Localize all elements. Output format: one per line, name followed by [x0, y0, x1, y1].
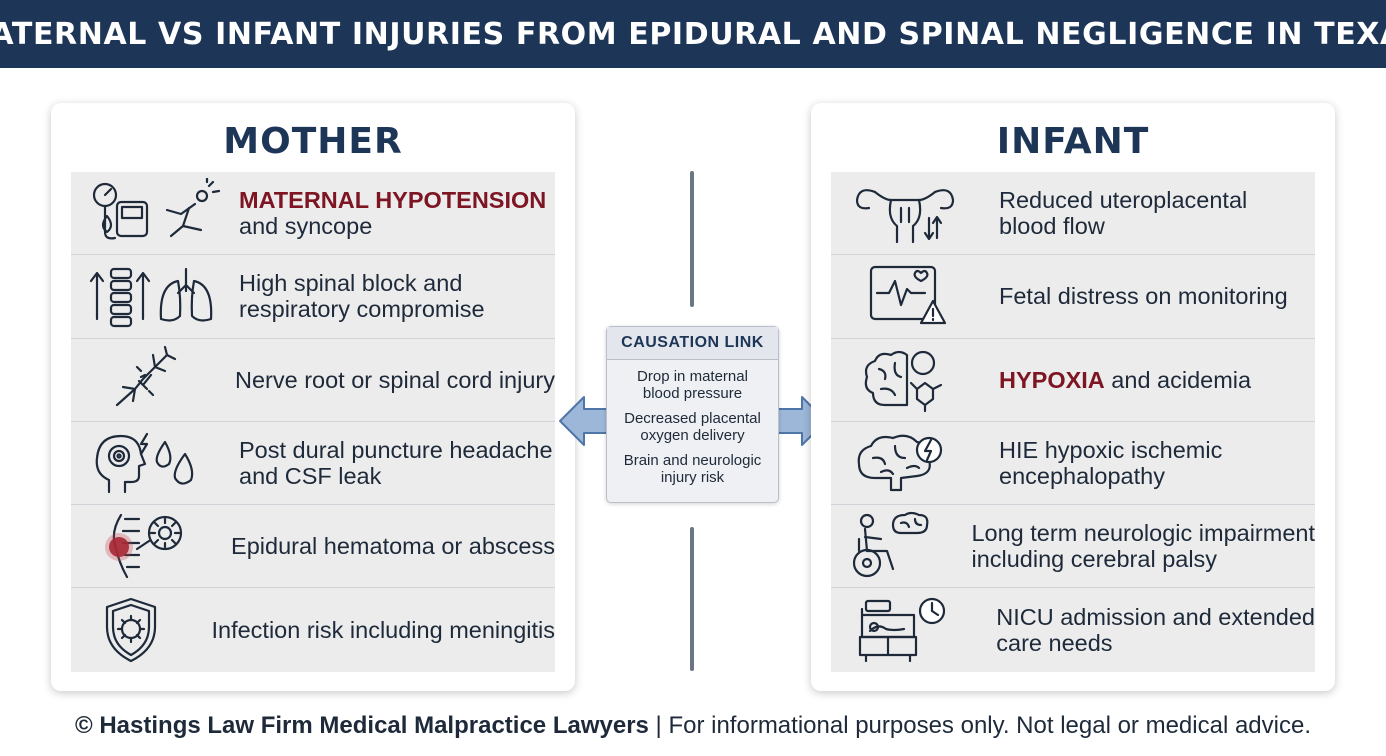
mother-row-text: Epidural hematoma or abscess — [231, 533, 555, 559]
mother-row-spinal-block: High spinal block and respiratory compro… — [71, 255, 555, 339]
infant-row-hie: HIE hypoxic ischemic encephalopathy — [831, 421, 1315, 506]
row-line1: Epidural hematoma or abscess — [231, 533, 555, 560]
row-line1: High spinal block and — [239, 270, 463, 297]
row-line1: Post dural puncture headache — [239, 437, 553, 464]
row-line2: encephalopathy — [999, 463, 1165, 490]
row-line2: and CSF leak — [239, 463, 382, 490]
row-line1: Reduced uteroplacental — [999, 187, 1248, 214]
row-line2: respiratory compromise — [239, 296, 485, 323]
causation-link-box: CAUSATION LINK Drop in maternal blood pr… — [606, 326, 779, 503]
mother-panel: MOTHER MATERNAL HYPOTENSION and syncope — [51, 103, 575, 691]
infant-row-text: NICU admission and extended care needs — [996, 604, 1315, 656]
uterus-flow-icon — [831, 172, 999, 254]
infant-injury-list: Reduced uteroplacental blood flow Fetal … — [831, 172, 1315, 672]
causation-step: Decreased placental oxygen delivery — [607, 410, 778, 444]
page-title: MATERNAL VS INFANT INJURIES FROM EPIDURA… — [0, 16, 1386, 52]
mother-panel-title: MOTHER — [223, 121, 403, 162]
causation-step-line: blood pressure — [642, 385, 743, 402]
infection-shield-icon — [71, 588, 211, 671]
causation-step-line: oxygen delivery — [640, 427, 745, 444]
center-divider-bottom — [690, 527, 694, 671]
spine-hematoma-icon — [71, 505, 231, 587]
header-banner: MATERNAL VS INFANT INJURIES FROM EPIDURA… — [0, 0, 1386, 68]
spine-lungs-icon — [71, 255, 239, 337]
causation-title: CAUSATION LINK — [607, 327, 778, 360]
causation-step: Brain and neurologic injury risk — [607, 452, 778, 486]
row-line1: Infection risk including meningitis — [211, 617, 555, 644]
highlight-text: MATERNAL HYPOTENSION — [239, 187, 547, 214]
blood-pressure-fainting-icon — [71, 172, 239, 254]
mother-row-text: Infection risk including meningitis — [211, 617, 555, 643]
mother-row-nerve-injury: Nerve root or spinal cord injury — [71, 338, 555, 422]
infant-row-blood-flow: Reduced uteroplacental blood flow — [831, 172, 1315, 256]
nicu-incubator-clock-icon — [831, 588, 996, 671]
causation-step-line: injury risk — [660, 469, 725, 486]
infant-panel-title: INFANT — [996, 121, 1150, 162]
left-arrow-icon — [559, 396, 609, 446]
mother-row-hypotension: MATERNAL HYPOTENSION and syncope — [71, 172, 555, 256]
mother-injury-list: MATERNAL HYPOTENSION and syncope High sp… — [71, 172, 555, 672]
mother-row-infection: Infection risk including meningitis — [71, 588, 555, 672]
infant-row-nicu: NICU admission and extended care needs — [831, 588, 1315, 672]
infant-row-impairment: Long term neurologic impairment includin… — [831, 505, 1315, 589]
brain-oxygen-icon — [831, 339, 999, 421]
row-line2: including cerebral palsy — [971, 546, 1218, 573]
infant-row-fetal-distress: Fetal distress on monitoring — [831, 255, 1315, 339]
infant-row-text: HYPOXIA and acidemia — [999, 367, 1251, 393]
highlight-text: HYPOXIA — [999, 366, 1105, 393]
infant-panel: INFANT Reduced uteroplacental blood flow — [811, 103, 1335, 691]
row-line1: Long term neurologic impairment — [971, 520, 1315, 547]
infant-row-hypoxia: HYPOXIA and acidemia — [831, 338, 1315, 422]
row-line2: blood flow — [999, 213, 1105, 240]
row-line2: care needs — [996, 630, 1113, 657]
causation-step-line: Decreased placental — [624, 410, 761, 427]
mother-row-text: MATERNAL HYPOTENSION and syncope — [239, 187, 546, 239]
row-line2: and syncope — [239, 213, 373, 240]
footer-disclaimer: © Hastings Law Firm Medical Malpractice … — [0, 712, 1386, 740]
mother-row-text: Nerve root or spinal cord injury — [235, 367, 555, 393]
row-line1: Nerve root or spinal cord injury — [235, 366, 555, 393]
causation-step-line: Drop in maternal — [637, 368, 748, 385]
headache-csf-drop-icon — [71, 422, 239, 504]
mother-row-text: High spinal block and respiratory compro… — [239, 270, 485, 322]
mother-row-headache: Post dural puncture headache and CSF lea… — [71, 421, 555, 506]
infant-row-text: Fetal distress on monitoring — [999, 283, 1288, 309]
wheelchair-brain-icon — [831, 505, 971, 587]
fetal-monitor-warning-icon — [831, 255, 999, 337]
brain-lightning-icon — [831, 422, 999, 504]
mother-row-text: Post dural puncture headache and CSF lea… — [239, 437, 553, 489]
infant-row-text: Long term neurologic impairment includin… — [971, 520, 1315, 572]
row-line1: HIE hypoxic ischemic — [999, 437, 1223, 464]
row-line1: NICU admission and extended — [996, 604, 1315, 631]
causation-step: Drop in maternal blood pressure — [607, 368, 778, 402]
infant-row-text: Reduced uteroplacental blood flow — [999, 187, 1247, 239]
damaged-nerve-icon — [71, 339, 235, 421]
infant-row-text: HIE hypoxic ischemic encephalopathy — [999, 437, 1222, 489]
mother-row-hematoma: Epidural hematoma or abscess — [71, 505, 555, 589]
row-line1: and acidemia — [1104, 366, 1252, 393]
footer-firm-name: © Hastings Law Firm Medical Malpractice … — [75, 712, 649, 739]
footer-disclaimer-text: | For informational purposes only. Not l… — [648, 712, 1311, 739]
causation-step-line: Brain and neurologic — [623, 452, 762, 469]
row-line1: Fetal distress on monitoring — [999, 283, 1288, 310]
center-divider-top — [690, 171, 694, 307]
